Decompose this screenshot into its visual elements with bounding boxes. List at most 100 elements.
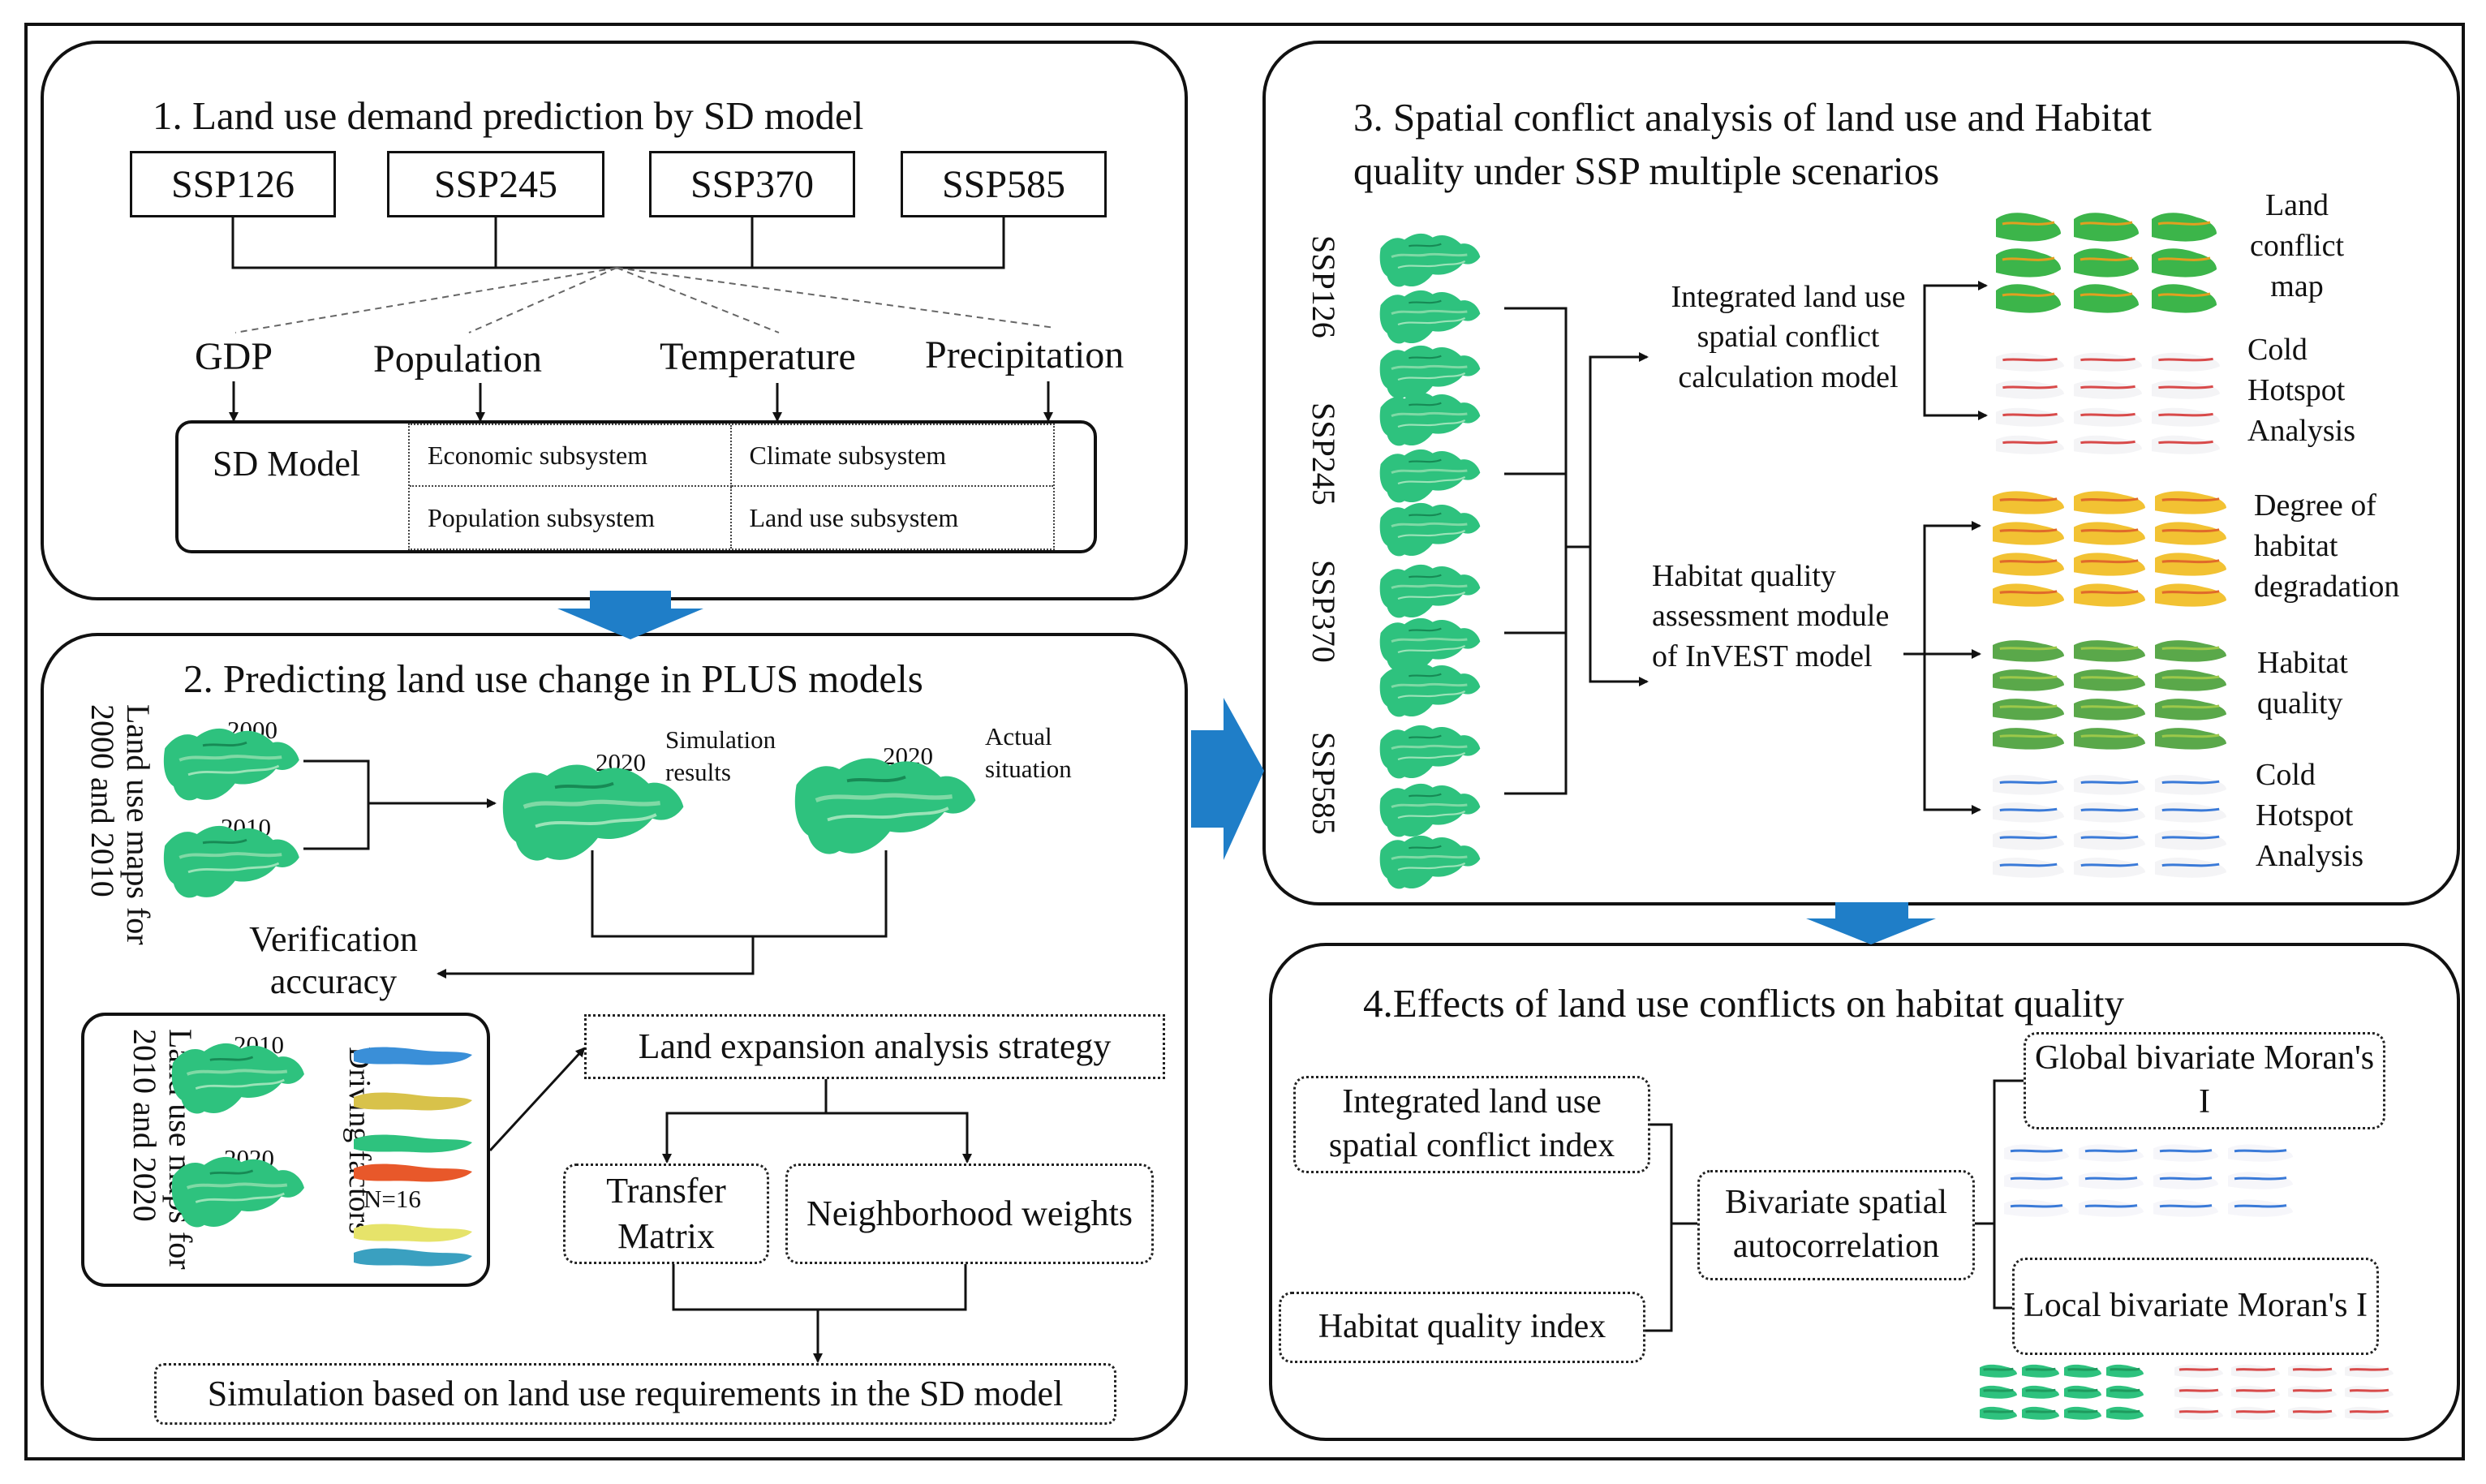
local-moran-thumbs-green-stroke xyxy=(1983,1367,2014,1371)
habitat-quality-thumbs-stroke xyxy=(1999,704,2058,709)
cold-hotspot-thumbs-b-item xyxy=(1993,857,2064,878)
degradation-thumbs-item xyxy=(2155,583,2226,607)
degradation-thumbs-stroke xyxy=(2080,559,2139,564)
result-thumbnails xyxy=(1980,213,2394,1420)
cold-hotspot-thumbs-b-stroke xyxy=(2161,862,2220,867)
global-moran-thumbs-stroke xyxy=(2084,1176,2138,1181)
map-2020-b xyxy=(170,1155,306,1229)
degradation-thumbs-item xyxy=(2155,553,2226,576)
degradation-thumbs-stroke xyxy=(2080,528,2139,533)
panel2-title: 2. Predicting land use change in PLUS mo… xyxy=(183,656,923,701)
local-moran-thumbs-green-stroke xyxy=(2025,1367,2056,1371)
ssp-connector xyxy=(231,217,1005,269)
cold-hotspot-thumbs-b-item xyxy=(2074,829,2145,850)
degradation-thumbs-stroke xyxy=(2080,590,2139,595)
cold-hotspot-thumbs-b-stroke xyxy=(2080,780,2139,785)
land-conflict-thumbs-stroke xyxy=(2002,256,2055,261)
local-moran-thumbs-green-stroke xyxy=(2067,1388,2098,1392)
global-moran-thumbs-item xyxy=(2228,1144,2293,1162)
cold-hotspot-thumbs-a-item xyxy=(1996,407,2064,427)
habitat-quality-thumbs-item xyxy=(2155,699,2226,720)
cold-hotspot-thumbs-b-item xyxy=(2155,802,2226,823)
local-moran-thumbs-green-stroke xyxy=(2067,1367,2098,1371)
cold-hotspot-thumbs-a-stroke xyxy=(2002,412,2058,417)
habitat-quality-thumbs-item xyxy=(2155,728,2226,750)
scenario-ssp370: SSP370 xyxy=(1305,560,1343,663)
local-moran-thumbs-green-stroke xyxy=(2067,1409,2098,1413)
land-conflict-thumbs-item xyxy=(2074,213,2139,242)
cold-hotspot-thumbs-b-stroke xyxy=(2161,807,2220,812)
local-moran-thumbs-red-stroke xyxy=(2178,1409,2219,1413)
global-moran-thumbs-item xyxy=(2079,1144,2144,1162)
cold-hotspot-thumbs-a-stroke xyxy=(2158,412,2213,417)
local-moran-thumbs-red-stroke xyxy=(2178,1367,2219,1371)
global-moran-thumbs-item xyxy=(2228,1199,2293,1217)
cold-hotspot-thumbs-a-item xyxy=(1996,435,2064,454)
global-moran-thumbs-item xyxy=(2153,1199,2218,1217)
habitat-quality-thumbs-stroke xyxy=(2161,675,2220,680)
land-conflict-thumbs-item xyxy=(1996,213,2061,242)
cold-hotspot-thumbs-a-item xyxy=(2074,352,2142,372)
degradation-thumbs-item xyxy=(2074,491,2145,514)
habitat-quality-thumbs-stroke xyxy=(2080,704,2139,709)
cold-hotspot-thumbs-a-item xyxy=(1996,352,2064,372)
cold-hotspot-thumbs-a-stroke xyxy=(2158,440,2213,445)
land-conflict-thumbs-stroke xyxy=(2157,256,2211,261)
cold-hotspot-thumbs-a xyxy=(1996,352,2220,454)
local-moran-thumbs-red-stroke xyxy=(2235,1367,2276,1371)
flow-arrow-1-to-2 xyxy=(557,591,703,639)
cold-hotspot-thumbs-b-stroke xyxy=(1999,835,2058,840)
local-moran-thumbs-red-item xyxy=(2345,1385,2394,1399)
local-moran-thumbs-green-item xyxy=(1980,1364,2017,1378)
global-moran-thumbs-stroke xyxy=(2159,1204,2213,1208)
habitat-quality-thumbs-item xyxy=(2074,728,2145,750)
local-moran-thumbs-green-stroke xyxy=(2110,1367,2140,1371)
local-moran-thumbs-green-item xyxy=(2106,1406,2144,1420)
local-moran-thumbs-red-stroke xyxy=(2349,1409,2389,1413)
cold-hotspot-thumbs-b-stroke xyxy=(1999,862,2058,867)
simulation-results-label: Simulation results xyxy=(665,725,776,787)
driver-arrows xyxy=(229,381,1053,422)
degradation-thumbs-stroke xyxy=(1999,590,2058,595)
global-moran-thumbs-item xyxy=(2228,1172,2293,1189)
habitat-quality-thumbs-stroke xyxy=(2080,646,2139,651)
cold-hotspot-thumbs-a-item xyxy=(2152,407,2220,427)
economic-subsystem: Economic subsystem xyxy=(410,425,732,487)
cold-hotspot-thumbs-a-item xyxy=(2152,435,2220,454)
cold-hotspot-thumbs-b-item xyxy=(1993,802,2064,823)
cold-hotspot-thumbs-a-item xyxy=(2152,380,2220,399)
global-moran-thumbs-stroke xyxy=(2234,1204,2287,1208)
cold-hotspot-thumbs-a-item xyxy=(2074,407,2142,427)
local-moran-thumbs-green-item xyxy=(1980,1385,2017,1399)
conflict-wires xyxy=(1504,281,1988,815)
habitat-quality-thumbs-stroke xyxy=(1999,675,2058,680)
panel3-title-line2: quality under SSP multiple scenarios xyxy=(1353,148,1940,193)
local-moran-thumbs-green-item xyxy=(2022,1406,2059,1420)
integrated-conflict-model: Integrated land use spatial conflict cal… xyxy=(1671,280,1906,394)
global-moran-thumbs-item xyxy=(2004,1144,2069,1162)
cold-hotspot-thumbs-a-stroke xyxy=(2080,440,2135,445)
cold-hotspot-thumbs-b-stroke xyxy=(2161,780,2220,785)
global-moran-thumbs-item xyxy=(2004,1199,2069,1217)
map-2000 xyxy=(161,726,301,802)
driving-factors-box xyxy=(81,1013,490,1287)
habitat-quality-thumbs-stroke xyxy=(2080,733,2139,738)
map-2010 xyxy=(161,824,301,900)
cold-hotspot-thumbs-a-stroke xyxy=(2158,385,2213,389)
global-moran-thumbs-item xyxy=(2153,1144,2218,1162)
cold-hotspot-thumbs-a-item xyxy=(2074,380,2142,399)
land-expansion-box: Land expansion analysis strategy xyxy=(584,1014,1165,1079)
cold-hotspot-thumbs-b-item xyxy=(2155,829,2226,850)
land-conflict-thumbs-stroke xyxy=(2002,292,2055,297)
habitat-quality-thumbs-item xyxy=(2155,669,2226,691)
global-moran-thumbs xyxy=(2004,1144,2293,1217)
habitat-quality-thumbs-item xyxy=(1993,640,2064,662)
plus-wires xyxy=(303,759,972,1363)
scenario-ssp245: SSP245 xyxy=(1305,402,1343,505)
local-moran-thumbs-green-stroke xyxy=(1983,1388,2014,1392)
land-conflict-thumbs-item xyxy=(1996,284,2061,313)
ssp370-box: SSP370 xyxy=(649,151,855,217)
cold-hotspot-thumbs-a-stroke xyxy=(2002,357,2058,362)
degradation-thumbs-stroke xyxy=(2161,497,2220,502)
local-moran-thumbs-green-item xyxy=(2106,1364,2144,1378)
